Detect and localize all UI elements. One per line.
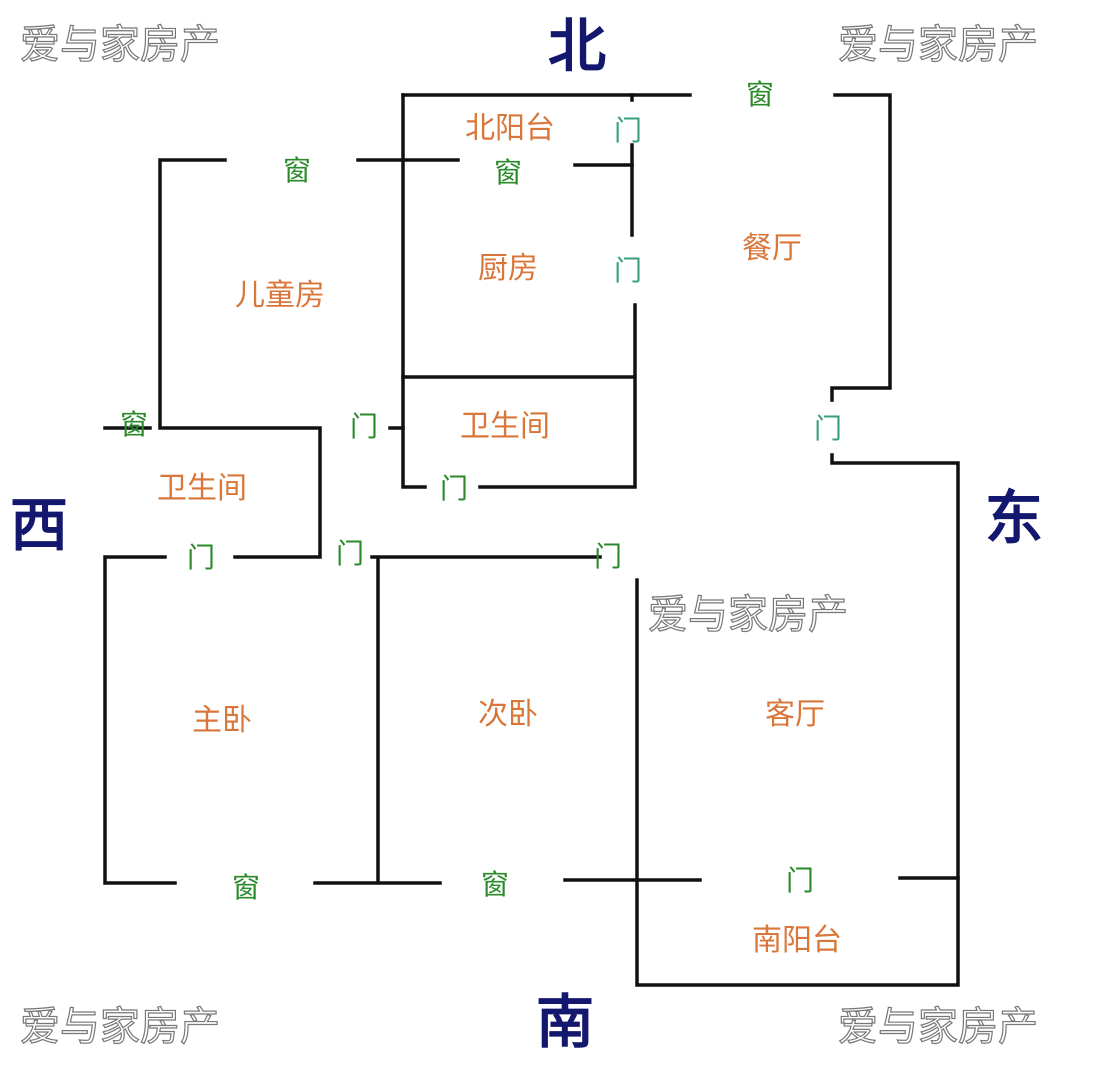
window-label: 窗 [746, 78, 774, 111]
room-south-balcony: 南阳台 [752, 923, 842, 958]
watermark: 爱与家房产 [20, 22, 220, 68]
door-label: 门 [614, 114, 642, 147]
window-label: 窗 [494, 156, 522, 189]
door-label: 门 [350, 410, 378, 443]
door-label: 门 [786, 864, 814, 897]
room-master-bedroom: 主卧 [192, 703, 252, 738]
door-label: 门 [814, 412, 842, 445]
direction-north: 北 [548, 12, 606, 80]
window-label: 窗 [481, 868, 509, 901]
watermark: 爱与家房产 [20, 1004, 220, 1050]
door-label: 门 [614, 254, 642, 287]
room-north-balcony: 北阳台 [465, 111, 555, 146]
watermark: 爱与家房产 [838, 22, 1038, 68]
room-bathroom-center: 卫生间 [460, 409, 550, 444]
room-second-bedroom: 次卧 [478, 697, 538, 732]
watermark: 爱与家房产 [838, 1004, 1038, 1050]
door-label: 门 [336, 537, 364, 570]
door-label: 门 [594, 540, 622, 573]
door-label: 门 [440, 472, 468, 505]
room-kitchen: 厨房 [478, 251, 538, 286]
walls [103, 93, 960, 987]
room-living: 客厅 [765, 697, 825, 732]
direction-south: 南 [536, 988, 594, 1056]
room-bathroom-west: 卫生间 [157, 471, 247, 506]
room-kids: 儿童房 [235, 278, 325, 313]
watermark: 爱与家房产 [648, 592, 848, 638]
direction-east: 东 [985, 484, 1043, 552]
door-label: 门 [187, 541, 215, 574]
window-label: 窗 [120, 408, 148, 441]
window-label: 窗 [283, 154, 311, 187]
room-dining: 餐厅 [742, 231, 802, 266]
window-label: 窗 [232, 871, 260, 904]
direction-west: 西 [10, 491, 68, 559]
